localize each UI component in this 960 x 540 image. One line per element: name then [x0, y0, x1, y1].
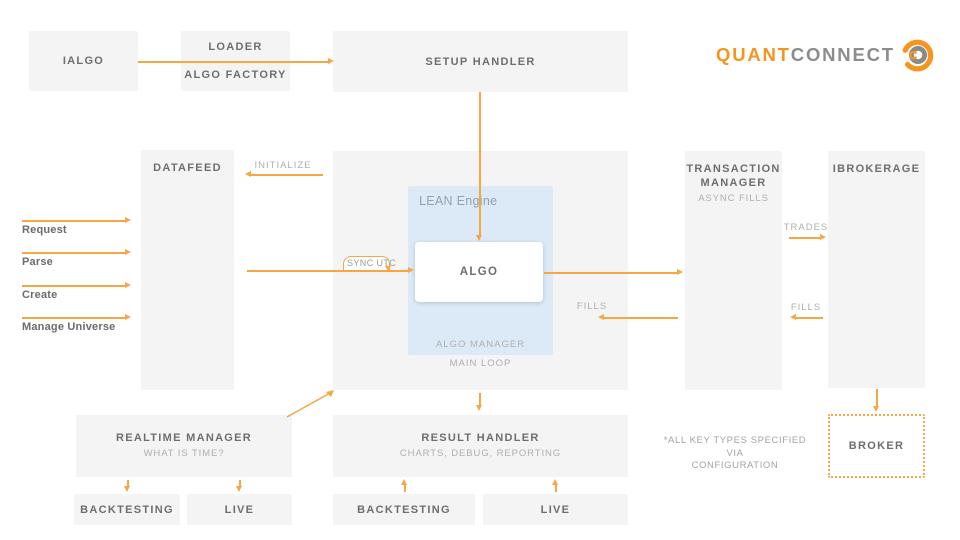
fills-center-label: FILLS: [576, 301, 608, 312]
arrow-realtime-to-backtesting: [125, 480, 130, 492]
node-transaction-manager-title: TRANSACTION MANAGER: [686, 163, 781, 189]
arrow-live-to-result-handler: [553, 479, 558, 492]
node-lean-engine: LEAN Engine ALGO ALGO MANAGER: [408, 186, 553, 355]
algo-manager-label: ALGO MANAGER: [435, 339, 526, 350]
node-transaction-manager: TRANSACTION MANAGER ASYNC FILLS: [685, 151, 782, 390]
node-algo: ALGO: [415, 242, 543, 302]
node-result-handler: RESULT HANDLER CHARTS, DEBUG, REPORTING: [333, 415, 628, 477]
create-label: Create: [22, 289, 58, 301]
node-ialgo-title: IALGO: [62, 55, 105, 67]
arrow-setup-handler-to-algo: [477, 92, 482, 241]
arrow-algo-to-transaction-manager: [544, 270, 683, 275]
arrow-trades-to-ibrokerage: [789, 235, 826, 240]
node-live-left: LIVE: [187, 494, 292, 525]
arrow-manage-universe-to-datafeed: [22, 315, 131, 320]
node-live-center-title: LIVE: [540, 503, 571, 516]
fills-right-label: FILLS: [790, 302, 822, 313]
arrow-fills-ibrokerage-to-transaction-manager: [790, 315, 823, 320]
node-realtime-manager: REALTIME MANAGER WHAT IS TIME?: [76, 415, 292, 477]
trades-label: TRADES: [783, 222, 829, 233]
logo-text-quant: QUANT: [716, 44, 791, 65]
node-backtesting-center-title: BACKTESTING: [357, 503, 451, 516]
arrow-create-to-datafeed: [22, 283, 131, 288]
node-setup-handler: SETUP HANDLER: [333, 31, 628, 92]
logo-text-connect: CONNECT: [790, 44, 895, 65]
arrow-realtime-to-engine: [286, 390, 334, 418]
quantconnect-spiral-icon: [902, 39, 934, 72]
arrow-ibrokerage-to-broker: [874, 389, 879, 412]
arrow-parse-to-datafeed: [22, 250, 131, 255]
arrow-engine-to-result-handler: [477, 393, 482, 411]
node-backtesting-center: BACKTESTING: [333, 494, 475, 525]
node-ibrokerage-title: IBROKERAGE: [832, 163, 921, 175]
node-setup-handler-title: SETUP HANDLER: [425, 55, 536, 68]
arrow-initialize-to-datafeed: [245, 172, 323, 177]
configuration-note-line2: CONFIGURATION: [691, 460, 779, 471]
node-result-handler-subtitle: CHARTS, DEBUG, REPORTING: [399, 448, 562, 459]
node-datafeed-title: DATAFEED: [153, 162, 222, 174]
parse-label: Parse: [22, 256, 53, 268]
node-loader-title: LOADER: [208, 41, 263, 53]
request-label: Request: [22, 224, 67, 236]
node-result-handler-title: RESULT HANDLER: [421, 432, 540, 444]
node-realtime-manager-subtitle: WHAT IS TIME?: [143, 448, 225, 459]
node-algo-factory-title: ALGO FACTORY: [184, 69, 287, 81]
manage-universe-label: Manage Universe: [22, 321, 116, 333]
configuration-note: *ALL KEY TYPES SPECIFIED VIA CONFIGURATI…: [655, 435, 815, 473]
node-realtime-manager-title: REALTIME MANAGER: [115, 432, 253, 444]
initialize-label: INITIALIZE: [254, 160, 312, 171]
node-transaction-manager-subtitle: ASYNC FILLS: [698, 193, 769, 204]
arrow-datafeed-to-algo: [247, 268, 414, 273]
node-backtesting-left-title: BACKTESTING: [80, 503, 174, 516]
node-broker-title: BROKER: [848, 440, 905, 452]
node-live-left-title: LIVE: [224, 503, 255, 516]
arrow-request-to-datafeed: [22, 218, 131, 223]
node-datafeed: DATAFEED: [141, 150, 234, 390]
node-ibrokerage: IBROKERAGE: [828, 151, 925, 388]
arrow-backtesting-to-result-handler: [402, 479, 407, 492]
node-algo-title: ALGO: [459, 266, 499, 278]
node-broker: BROKER: [828, 414, 925, 478]
sync-utc-loop-icon: [343, 256, 390, 270]
sync-utc-loop-arrowhead-icon: [385, 266, 391, 271]
node-backtesting-left: BACKTESTING: [74, 494, 180, 525]
configuration-note-line1: *ALL KEY TYPES SPECIFIED VIA: [663, 435, 807, 459]
arrow-ialgo-to-setup-handler: [138, 59, 334, 64]
arrow-realtime-to-live: [237, 480, 242, 492]
main-loop-label: MAIN LOOP: [449, 358, 512, 369]
lean-engine-title: LEAN Engine: [419, 194, 498, 208]
sync-utc-label: SYNC UTC: [347, 258, 397, 268]
node-ialgo: IALGO: [29, 31, 138, 91]
arrow-fills-transaction-manager-to-engine: [598, 315, 678, 320]
node-live-center: LIVE: [483, 494, 628, 525]
